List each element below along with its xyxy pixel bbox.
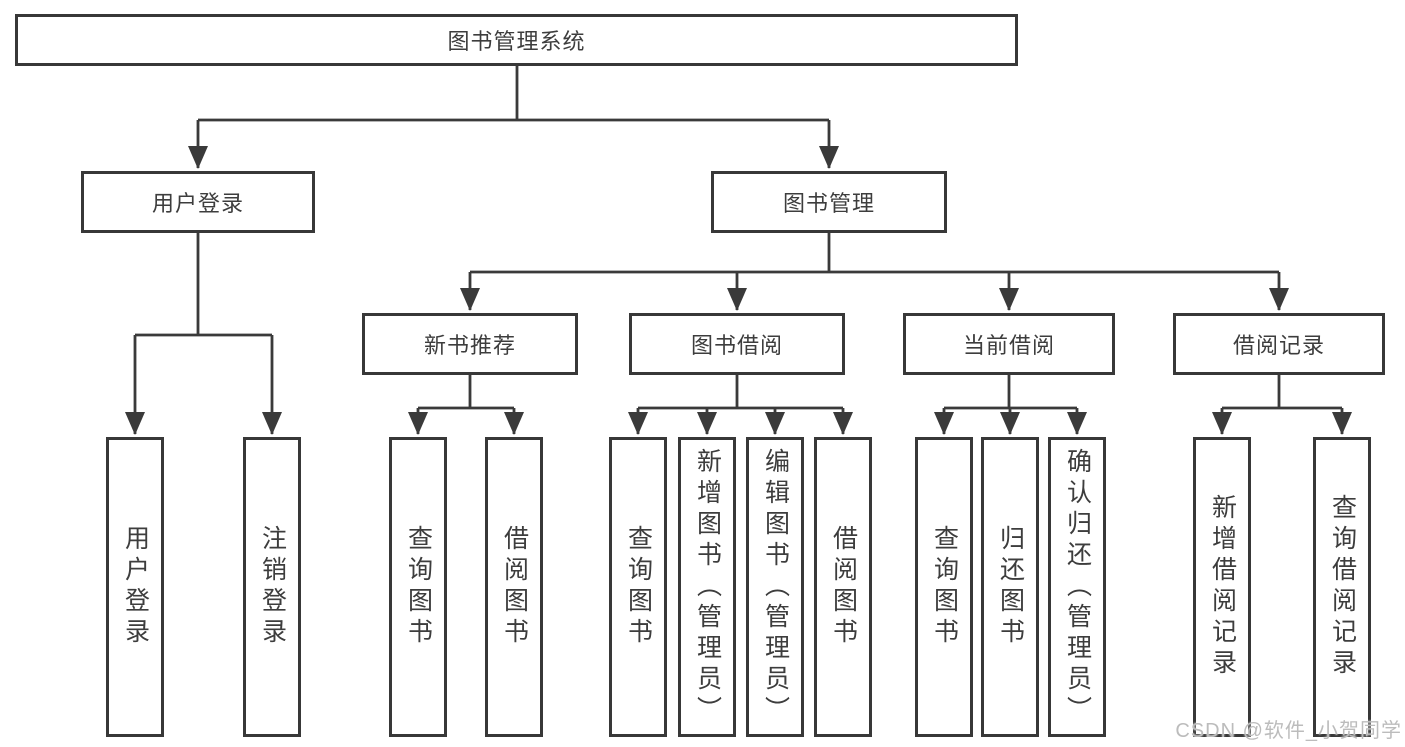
leaf-borrow-borrow-books: 借阅图书 xyxy=(814,437,872,737)
node-user-login-label: 用户登录 xyxy=(151,191,244,216)
leaf-borrow-query-books: 查询图书 xyxy=(609,437,667,737)
node-borrow-records: 借阅记录 xyxy=(1173,313,1385,375)
node-new-book-recommend-label: 新书推荐 xyxy=(423,333,516,358)
node-current-borrow-label: 当前借阅 xyxy=(962,333,1055,358)
leaf-current-return-books: 归还图书 xyxy=(981,437,1039,737)
node-user-login: 用户登录 xyxy=(81,171,315,233)
leaf-borrow-edit-books-admin: 编辑图书（管理员） xyxy=(746,437,804,737)
leaf-current-confirm-return-admin-label: 确认归还（管理员） xyxy=(1063,447,1092,727)
node-book-management: 图书管理 xyxy=(711,171,947,233)
leaf-logout: 注销登录 xyxy=(243,437,301,737)
leaf-current-query-books: 查询图书 xyxy=(915,437,973,737)
leaf-recommend-borrow-books: 借阅图书 xyxy=(485,437,543,737)
csdn-watermark: CSDN @软件_小贺同学 xyxy=(1175,720,1402,742)
node-root: 图书管理系统 xyxy=(15,14,1018,66)
leaf-records-add-record: 新增借阅记录 xyxy=(1193,437,1251,737)
node-borrow-records-label: 借阅记录 xyxy=(1232,333,1325,358)
node-book-borrow: 图书借阅 xyxy=(629,313,845,375)
node-current-borrow: 当前借阅 xyxy=(903,313,1115,375)
leaf-records-query-record: 查询借阅记录 xyxy=(1313,437,1371,737)
leaf-current-query-books-label: 查询图书 xyxy=(930,525,959,649)
leaf-records-add-record-label: 新增借阅记录 xyxy=(1208,494,1237,680)
leaf-current-return-books-label: 归还图书 xyxy=(996,525,1025,649)
node-book-borrow-label: 图书借阅 xyxy=(690,333,783,358)
leaf-borrow-edit-books-admin-label: 编辑图书（管理员） xyxy=(761,447,790,727)
leaf-borrow-add-books-admin-label: 新增图书（管理员） xyxy=(693,447,722,727)
node-root-label: 图书管理系统 xyxy=(447,29,586,54)
leaf-borrow-add-books-admin: 新增图书（管理员） xyxy=(678,437,736,737)
leaf-user-login-label: 用户登录 xyxy=(121,525,150,649)
leaf-recommend-query-books-label: 查询图书 xyxy=(404,525,433,649)
leaf-logout-label: 注销登录 xyxy=(258,525,287,649)
leaf-borrow-query-books-label: 查询图书 xyxy=(624,525,653,649)
node-new-book-recommend: 新书推荐 xyxy=(362,313,578,375)
leaf-user-login: 用户登录 xyxy=(106,437,164,737)
leaf-borrow-borrow-books-label: 借阅图书 xyxy=(829,525,858,649)
leaf-current-confirm-return-admin: 确认归还（管理员） xyxy=(1048,437,1106,737)
leaf-records-query-record-label: 查询借阅记录 xyxy=(1328,494,1357,680)
node-book-management-label: 图书管理 xyxy=(782,191,875,216)
leaf-recommend-query-books: 查询图书 xyxy=(389,437,447,737)
leaf-recommend-borrow-books-label: 借阅图书 xyxy=(500,525,529,649)
